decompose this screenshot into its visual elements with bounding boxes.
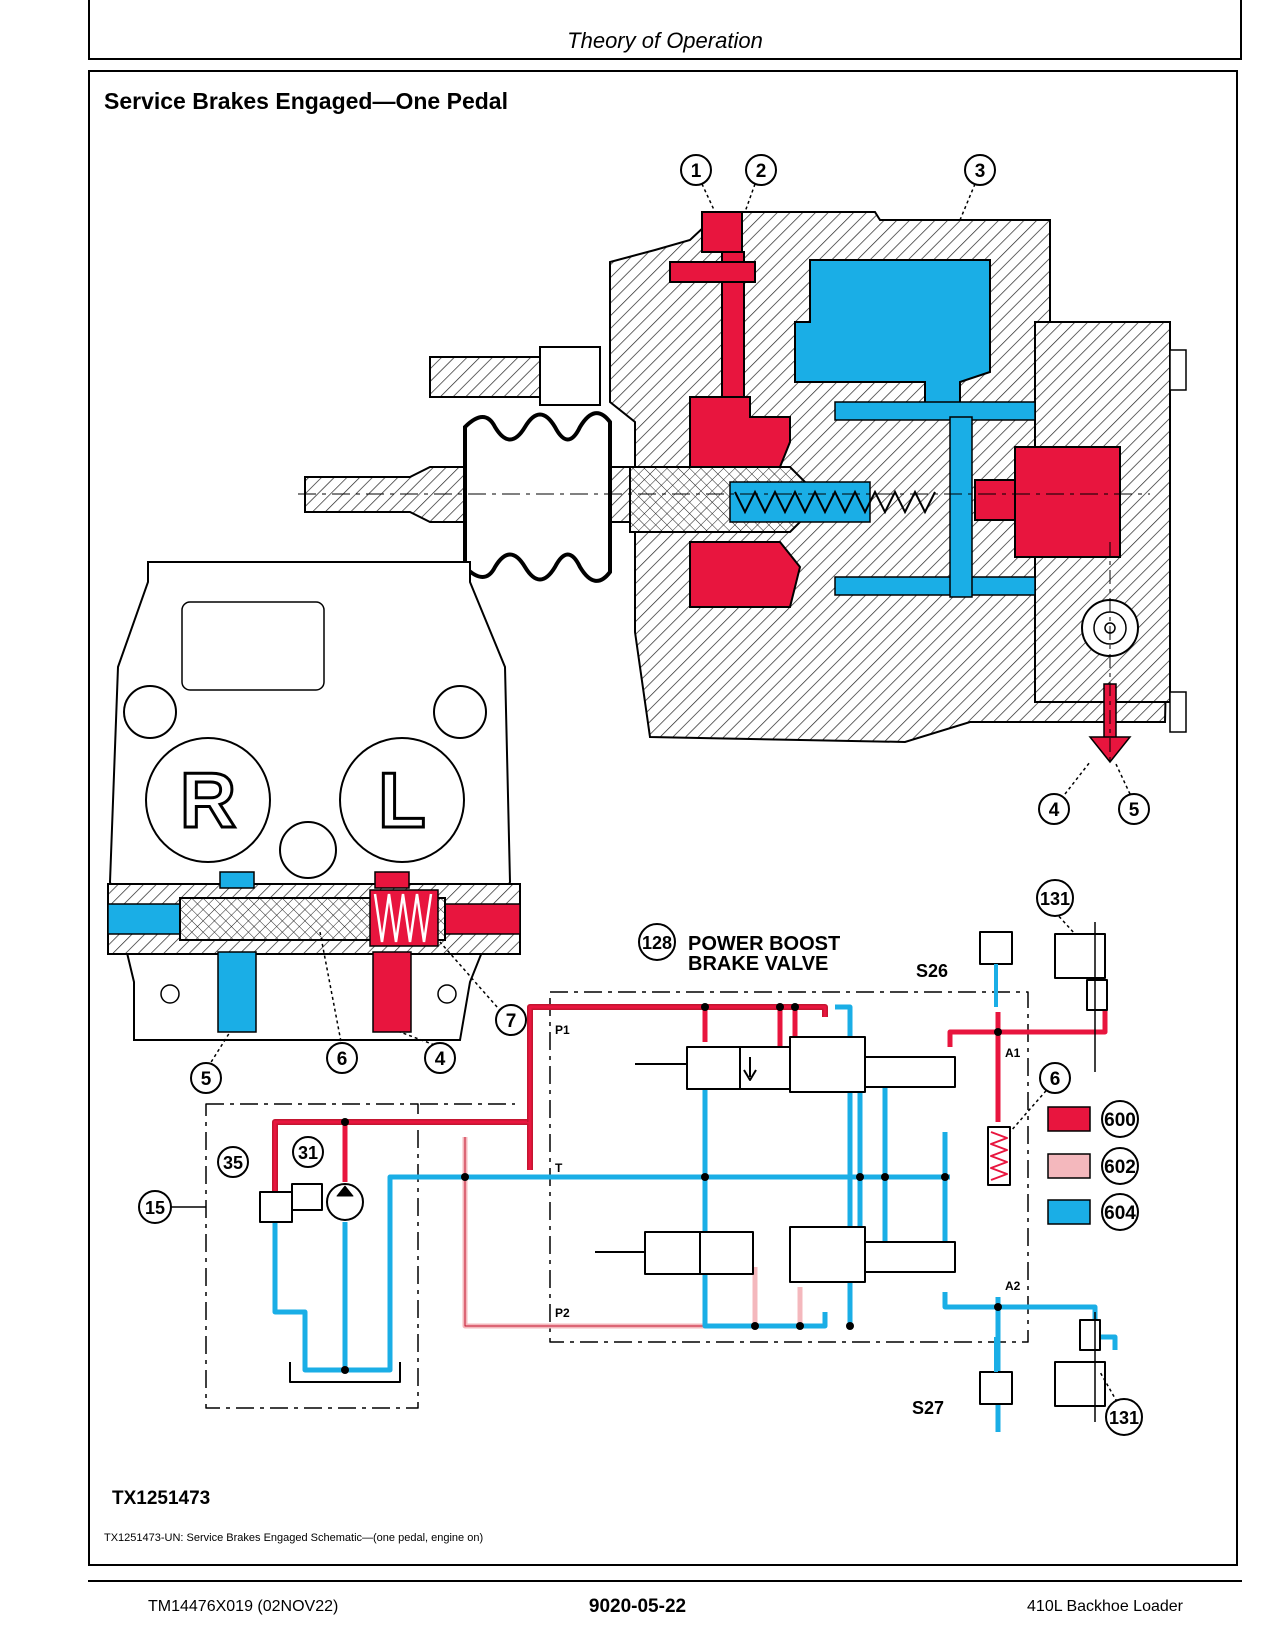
pedal-valve: R L [107, 561, 521, 1041]
port-a2-label: A2 [1005, 1279, 1021, 1293]
footer-model: 410L Backhoe Loader [1027, 1598, 1183, 1615]
valve-label-line1: POWER BOOST [688, 933, 840, 955]
header-title: Theory of Operation [567, 28, 763, 53]
switch-s26-label: S26 [916, 961, 948, 981]
callout-131-top: 131 [1036, 879, 1074, 917]
callout-131-bottom: 131 [1105, 1398, 1143, 1436]
svg-text:2: 2 [756, 161, 767, 182]
svg-text:128: 128 [642, 933, 672, 953]
schematic-labels: POWER BOOST BRAKE VALVE S26 S27 P1 P2 T … [555, 933, 1021, 1418]
callout-31: 31 [292, 1136, 324, 1168]
callout-4-bottom: 4 [424, 1042, 456, 1074]
svg-text:4: 4 [435, 1049, 446, 1070]
svg-text:5: 5 [201, 1069, 212, 1090]
footer-divider [88, 1580, 1242, 1582]
callout-3: 3 [964, 154, 996, 186]
legend-code-604: 604 [1104, 1203, 1136, 1224]
callouts: 1 2 3 4 5 5 6 4 7 6 131 131 128 35 31 15 [138, 154, 1150, 1436]
callout-5-bottom: 5 [190, 1062, 222, 1094]
svg-text:6: 6 [1050, 1069, 1061, 1090]
left-pedal-letter: L [378, 756, 426, 844]
right-pedal-letter: R [180, 756, 236, 844]
color-legend: 600 602 604 [1047, 1100, 1139, 1231]
valve-cutaway [298, 211, 1187, 764]
svg-text:4: 4 [1049, 800, 1060, 821]
svg-text:131: 131 [1109, 1408, 1139, 1428]
legend-code-600: 600 [1104, 1110, 1136, 1131]
callout-6-schematic: 6 [1039, 1062, 1071, 1094]
footer-page-number: 9020-05-22 [588, 1596, 687, 1617]
svg-text:35: 35 [223, 1153, 243, 1173]
port-p2-label: P2 [555, 1306, 570, 1320]
callout-5-top: 5 [1118, 793, 1150, 825]
figure-caption: TX1251473-UN: Service Brakes Engaged Sch… [104, 1532, 484, 1544]
port-a1-label: A1 [1005, 1046, 1021, 1060]
svg-text:6: 6 [337, 1049, 348, 1070]
legend-code-602: 602 [1104, 1157, 1136, 1178]
svg-text:5: 5 [1129, 800, 1140, 821]
footer-doc-id: TM14476X019 (02NOV22) [148, 1598, 339, 1615]
valve-label-line2: BRAKE VALVE [688, 953, 828, 975]
switch-s27-label: S27 [912, 1398, 944, 1418]
callout-128: 128 [638, 923, 676, 961]
svg-text:15: 15 [145, 1198, 165, 1218]
brake-valve-illustration: R L [107, 154, 1187, 1436]
callout-15: 15 [138, 1190, 172, 1224]
legend-swatch-602 [1047, 1153, 1091, 1179]
figure-frame: Service Brakes Engaged—One Pedal [88, 70, 1238, 1566]
svg-text:3: 3 [975, 161, 986, 182]
legend-swatch-604 [1047, 1199, 1091, 1225]
svg-text:131: 131 [1040, 889, 1070, 909]
svg-text:1: 1 [691, 161, 702, 182]
page-header: Theory of Operation [88, 0, 1242, 60]
port-p1-label: P1 [555, 1023, 570, 1037]
hydraulic-schematic [205, 922, 1118, 1432]
callout-6-valve: 6 [326, 1042, 358, 1074]
svg-text:7: 7 [506, 1011, 517, 1032]
callout-1: 1 [680, 154, 712, 186]
callout-35: 35 [217, 1146, 249, 1178]
callout-4-top: 4 [1038, 793, 1070, 825]
port-t-label: T [555, 1161, 563, 1175]
callout-7: 7 [495, 1004, 527, 1036]
legend-swatch-600 [1047, 1106, 1091, 1132]
callout-2: 2 [745, 154, 777, 186]
figure-image-id: TX1251473 [112, 1488, 211, 1509]
svg-text:31: 31 [298, 1143, 318, 1163]
figure-title: Service Brakes Engaged—One Pedal [104, 88, 508, 114]
